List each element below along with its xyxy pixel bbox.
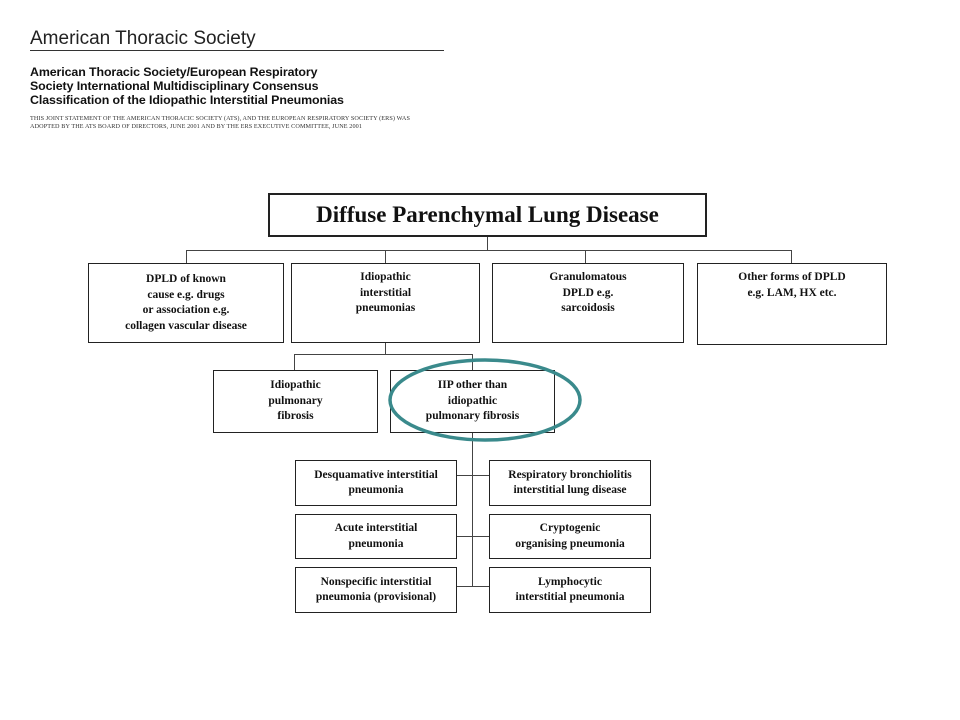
connector-row2 xyxy=(457,536,489,537)
box-text-line: Acute interstitial xyxy=(334,522,418,534)
connector-to-other-forms xyxy=(791,250,792,263)
box-text-line: IIP other than xyxy=(437,379,508,392)
box-text-line: sarcoidosis xyxy=(561,302,615,314)
box-text-line: DPLD of known xyxy=(146,273,226,285)
connector-row1 xyxy=(457,475,489,476)
box-text-line: interstitial lung disease xyxy=(513,484,627,496)
connector-to-granulomatous xyxy=(585,250,586,263)
other-forms-box: Other forms of DPLD e.g. LAM, HX etc. xyxy=(697,263,887,345)
box-text-line: or association e.g. xyxy=(142,304,230,316)
connector-to-iip-other xyxy=(472,354,473,370)
box-text-line: Desquamative interstitial xyxy=(314,468,438,481)
box-text-line: Lymphocytic xyxy=(538,575,602,588)
connector-level2-bar xyxy=(294,354,472,355)
connector-level1-bar xyxy=(186,250,791,251)
iip-other-box: IIP other than idiopathic pulmonary fibr… xyxy=(390,370,555,433)
root-label: Diffuse Parenchymal Lung Disease xyxy=(316,202,659,227)
cop-box: Cryptogenic organising pneumonia xyxy=(489,514,651,559)
box-text-line: DPLD e.g. xyxy=(562,286,614,299)
box-text-line: Granulomatous xyxy=(549,271,627,283)
box-text-line: Other forms of DPLD xyxy=(738,271,846,283)
box-text-line: pneumonias xyxy=(355,302,416,314)
connector-to-known-cause xyxy=(186,250,187,263)
connector-to-idiopathic xyxy=(385,250,386,263)
box-text-line: pneumonia xyxy=(348,484,404,496)
lip-box: Lymphocytic interstitial pneumonia xyxy=(489,567,651,613)
document-title-line-1: American Thoracic Society/European Respi… xyxy=(30,65,318,79)
nsip-box: Nonspecific interstitial pneumonia (prov… xyxy=(295,567,457,613)
box-text-line: pulmonary xyxy=(268,394,323,407)
aip-box: Acute interstitial pneumonia xyxy=(295,514,457,559)
document-title-line-3: Classification of the Idiopathic Interst… xyxy=(30,93,344,107)
society-name: American Thoracic Society xyxy=(30,28,256,49)
box-text-line: cause e.g. drugs xyxy=(147,288,225,301)
header-rule xyxy=(30,50,444,51)
box-text-line: pneumonia (provisional) xyxy=(315,591,437,603)
granulomatous-box: Granulomatous DPLD e.g. sarcoidosis xyxy=(492,263,684,343)
box-text-line: pulmonary fibrosis xyxy=(425,410,520,423)
rb-ild-box: Respiratory bronchiolitis interstitial l… xyxy=(489,460,651,506)
adoption-note-line-1: THIS JOINT STATEMENT OF THE AMERICAN THO… xyxy=(30,115,410,122)
box-text-line: interstitial pneumonia xyxy=(515,591,625,603)
connector-to-ipf xyxy=(294,354,295,370)
connector-row3 xyxy=(457,586,489,587)
root-box: Diffuse Parenchymal Lung Disease xyxy=(268,193,707,237)
known-cause-box: DPLD of known cause e.g. drugs or associ… xyxy=(88,263,284,343)
box-text-line: Respiratory bronchiolitis xyxy=(508,468,632,481)
box-text-line: fibrosis xyxy=(277,410,314,423)
box-text-line: pneumonia xyxy=(348,537,404,550)
ipf-box: Idiopathic pulmonary fibrosis xyxy=(213,370,378,433)
box-text-line: e.g. LAM, HX etc. xyxy=(747,286,837,299)
connector-level3-trunk xyxy=(472,433,473,586)
idiopathic-interstitial-box: Idiopathic interstitial pneumonias xyxy=(291,263,480,343)
connector-root-down xyxy=(487,237,488,250)
box-text-line: organising pneumonia xyxy=(515,537,625,550)
document-title-line-2: Society International Multidisciplinary … xyxy=(30,79,319,93)
box-text-line: Idiopathic xyxy=(360,271,411,283)
box-text-line: Idiopathic xyxy=(270,379,321,392)
box-text-line: Cryptogenic xyxy=(539,522,601,534)
connector-idiopathic-down xyxy=(385,343,386,354)
box-text-line: interstitial xyxy=(359,286,412,299)
box-text-line: collagen vascular disease xyxy=(125,319,247,332)
adoption-note-line-2: ADOPTED BY THE ATS BOARD OF DIRECTORS, J… xyxy=(30,123,363,130)
dip-box: Desquamative interstitial pneumonia xyxy=(295,460,457,506)
box-text-line: Nonspecific interstitial xyxy=(320,575,432,588)
box-text-line: idiopathic xyxy=(447,394,498,407)
